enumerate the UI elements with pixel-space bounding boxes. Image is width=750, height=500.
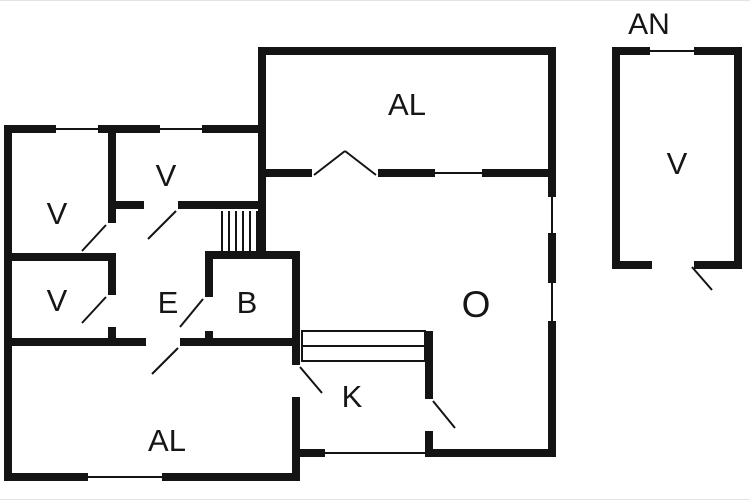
stairs	[221, 211, 258, 251]
room-label-bathroom: B	[237, 285, 258, 320]
room-label-bedroom-left: V	[47, 196, 68, 231]
walls	[4, 47, 742, 481]
room-label-bedroom-small: V	[47, 283, 68, 318]
kitchen-counter	[301, 330, 426, 362]
room-label-bedroom-top: V	[156, 158, 177, 193]
room-label-terrace-top: AL	[388, 87, 426, 122]
room-labels: AL V V V E B O K AL AN V	[47, 8, 688, 458]
room-label-annex-room: V	[667, 146, 688, 181]
room-label-hallway: E	[158, 285, 179, 320]
room-label-living-room: O	[462, 284, 491, 325]
room-label-kitchen: K	[342, 379, 363, 414]
windows	[56, 50, 694, 478]
doors	[81, 150, 713, 429]
annex-title: AN	[628, 8, 670, 41]
room-label-terrace-bottom: AL	[148, 423, 186, 458]
